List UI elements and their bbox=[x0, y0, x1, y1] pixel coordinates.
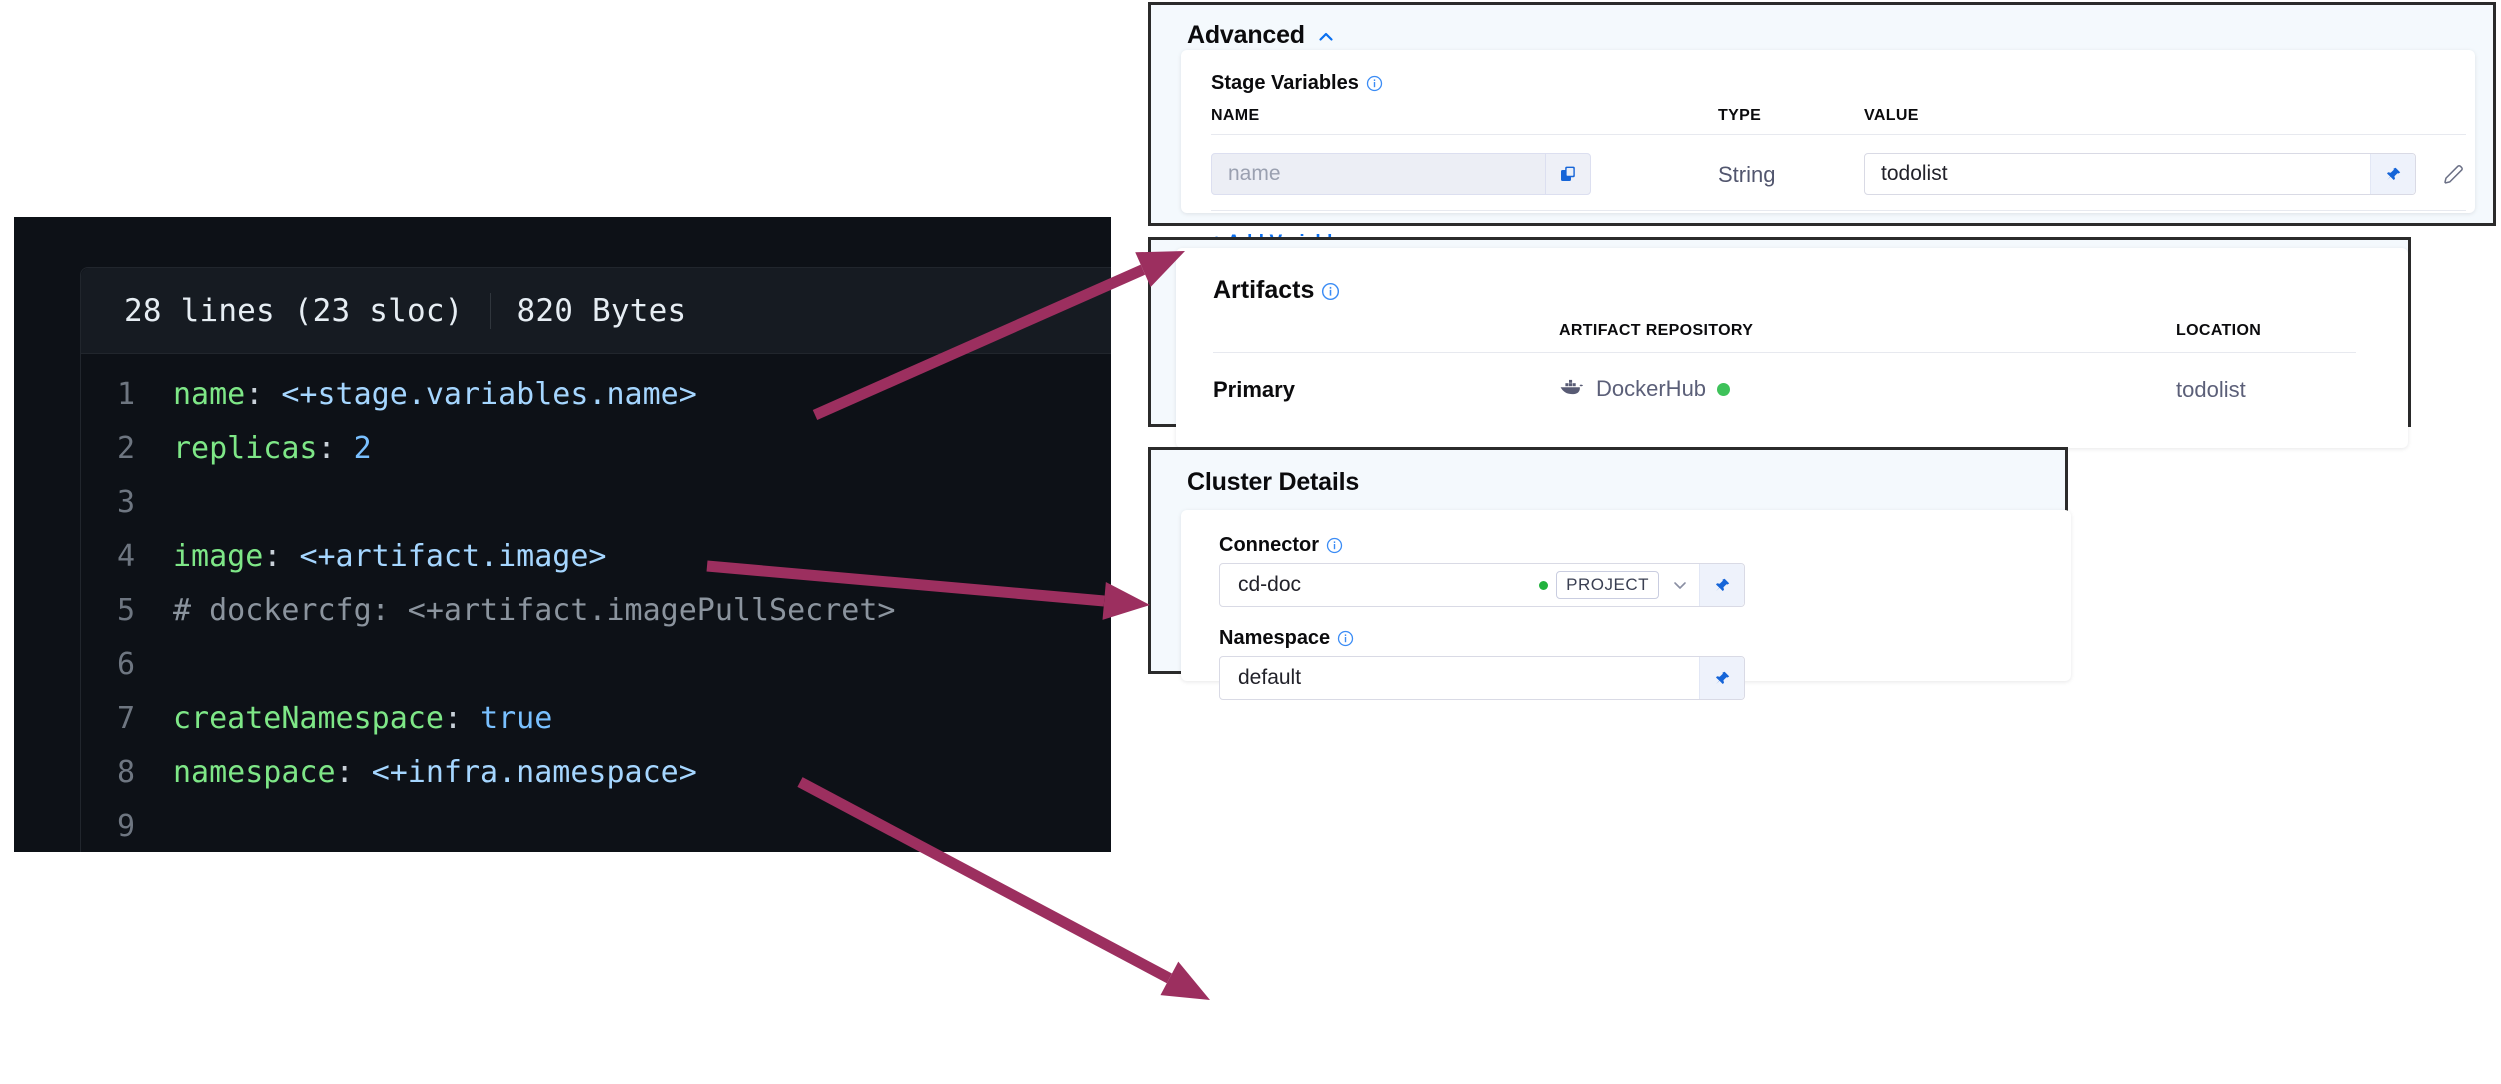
variable-name-placeholder: name bbox=[1228, 162, 1281, 185]
code-line-content: createNamespace: true bbox=[173, 701, 553, 736]
artifact-kind: Primary bbox=[1213, 377, 1295, 402]
cluster-details-panel: Cluster Details Connector cd-doc PROJECT… bbox=[1148, 447, 2071, 700]
info-icon[interactable] bbox=[1321, 282, 1340, 301]
pencil-icon[interactable] bbox=[2437, 157, 2471, 191]
artifacts-header-rule bbox=[1213, 352, 2356, 353]
variable-type-value: String bbox=[1718, 162, 1776, 187]
code-line-number: 5 bbox=[116, 593, 135, 628]
arrow-infra-namespace-head bbox=[1160, 961, 1210, 1000]
column-header-location: LOCATION bbox=[2176, 322, 2262, 339]
code-line: 2 replicas: 2 bbox=[81, 422, 1111, 476]
header-rule bbox=[1211, 134, 2466, 135]
artifacts-panel: Artifacts ARTIFACT REPOSITORY LOCATION P… bbox=[1148, 237, 2411, 448]
code-file-body: 28 lines (23 sloc) 820 Bytes 1 name: <+st… bbox=[80, 267, 1111, 852]
variable-value-input[interactable]: todolist bbox=[1864, 153, 2416, 195]
code-line: 9 bbox=[81, 800, 1111, 852]
pin-icon[interactable] bbox=[1699, 564, 1744, 606]
connector-status-dot bbox=[1539, 580, 1549, 590]
meta-divider bbox=[489, 292, 491, 329]
code-line-number: 9 bbox=[116, 809, 135, 844]
cluster-fields-card: Connector cd-doc PROJECT Namespace de bbox=[1181, 510, 2071, 700]
code-line: 7 createNamespace: true bbox=[81, 692, 1111, 746]
code-line-number: 7 bbox=[116, 701, 135, 736]
advanced-section-header[interactable]: Advanced bbox=[1187, 21, 1335, 50]
code-line-number: 6 bbox=[116, 647, 135, 682]
copy-icon[interactable] bbox=[1545, 154, 1590, 194]
stage-variables-card: Stage Variables NAME TYPE VALUE name Str… bbox=[1181, 50, 2475, 253]
pin-icon[interactable] bbox=[2370, 154, 2415, 194]
connector-scope-chip: PROJECT bbox=[1556, 571, 1659, 599]
namespace-label: Namespace bbox=[1219, 627, 1354, 650]
code-line-content: namespace: <+infra.namespace> bbox=[173, 755, 697, 790]
status-dot-green bbox=[1717, 382, 1731, 396]
code-line: 4 image: <+artifact.image> bbox=[81, 530, 1111, 584]
row-rule bbox=[1211, 210, 2466, 211]
code-line: 3 bbox=[81, 476, 1111, 530]
docker-whale-icon bbox=[1559, 377, 1585, 402]
code-line: 1 name: <+stage.variables.name> bbox=[81, 368, 1111, 422]
column-header-name: NAME bbox=[1211, 107, 1260, 124]
chevron-down-icon[interactable] bbox=[1671, 576, 1689, 594]
column-header-type: TYPE bbox=[1718, 107, 1762, 124]
connector-value: cd-doc bbox=[1238, 573, 1302, 596]
code-line: 5 # dockercfg: <+artifact.imagePullSecret… bbox=[81, 584, 1111, 638]
code-line-list: 1 name: <+stage.variables.name> 2 replicas:… bbox=[81, 354, 1111, 852]
cluster-details-title: Cluster Details bbox=[1187, 468, 1360, 496]
info-icon[interactable] bbox=[1366, 75, 1383, 92]
advanced-title: Advanced bbox=[1187, 21, 1305, 49]
variable-name-input[interactable]: name bbox=[1211, 153, 1591, 195]
advanced-panel: Advanced Stage Variables NAME TYPE VALUE… bbox=[1148, 2, 2496, 253]
code-line-content: replicas: 2 bbox=[173, 431, 372, 466]
code-line-number: 2 bbox=[116, 431, 135, 466]
chevron-up-icon[interactable] bbox=[1317, 28, 1335, 46]
namespace-input[interactable]: default bbox=[1219, 656, 1745, 700]
artifact-repository-name: DockerHub bbox=[1596, 376, 1707, 401]
connector-label: Connector bbox=[1219, 534, 1343, 557]
code-file-meta: 28 lines (23 sloc) 820 Bytes bbox=[81, 268, 1111, 354]
info-icon[interactable] bbox=[1337, 630, 1354, 647]
connector-input[interactable]: cd-doc PROJECT bbox=[1219, 563, 1745, 607]
artifact-location: todolist bbox=[2176, 377, 2246, 402]
trash-icon[interactable] bbox=[2496, 157, 2501, 191]
artifacts-label: Artifacts bbox=[1213, 276, 1340, 305]
code-line-content: image: <+artifact.image> bbox=[173, 539, 607, 574]
variable-value-text: todolist bbox=[1881, 162, 1948, 185]
code-line-number: 3 bbox=[116, 485, 135, 520]
artifact-repository-cell[interactable]: DockerHub bbox=[1559, 376, 1731, 402]
code-line-number: 8 bbox=[116, 755, 135, 790]
code-lines-count: 28 lines (23 sloc) bbox=[124, 292, 464, 329]
code-line-number: 1 bbox=[116, 377, 135, 412]
code-line-number: 4 bbox=[116, 539, 135, 574]
code-file-viewer: 28 lines (23 sloc) 820 Bytes 1 name: <+st… bbox=[14, 217, 1111, 852]
code-line-content: name: <+stage.variables.name> bbox=[173, 377, 697, 412]
code-line: 6 bbox=[81, 638, 1111, 692]
code-file-size: 820 Bytes bbox=[516, 292, 687, 329]
info-icon[interactable] bbox=[1326, 537, 1343, 554]
column-header-value: VALUE bbox=[1864, 107, 1919, 124]
stage-variables-label: Stage Variables bbox=[1211, 72, 1383, 95]
code-line-content: # dockercfg: <+artifact.imagePullSecret> bbox=[173, 593, 896, 628]
artifacts-card: Artifacts ARTIFACT REPOSITORY LOCATION P… bbox=[1176, 248, 2408, 448]
pin-icon[interactable] bbox=[1699, 657, 1744, 699]
column-header-artifact-repository: ARTIFACT REPOSITORY bbox=[1559, 322, 1754, 339]
code-line: 8 namespace: <+infra.namespace> bbox=[81, 746, 1111, 800]
namespace-value: default bbox=[1238, 666, 1302, 689]
